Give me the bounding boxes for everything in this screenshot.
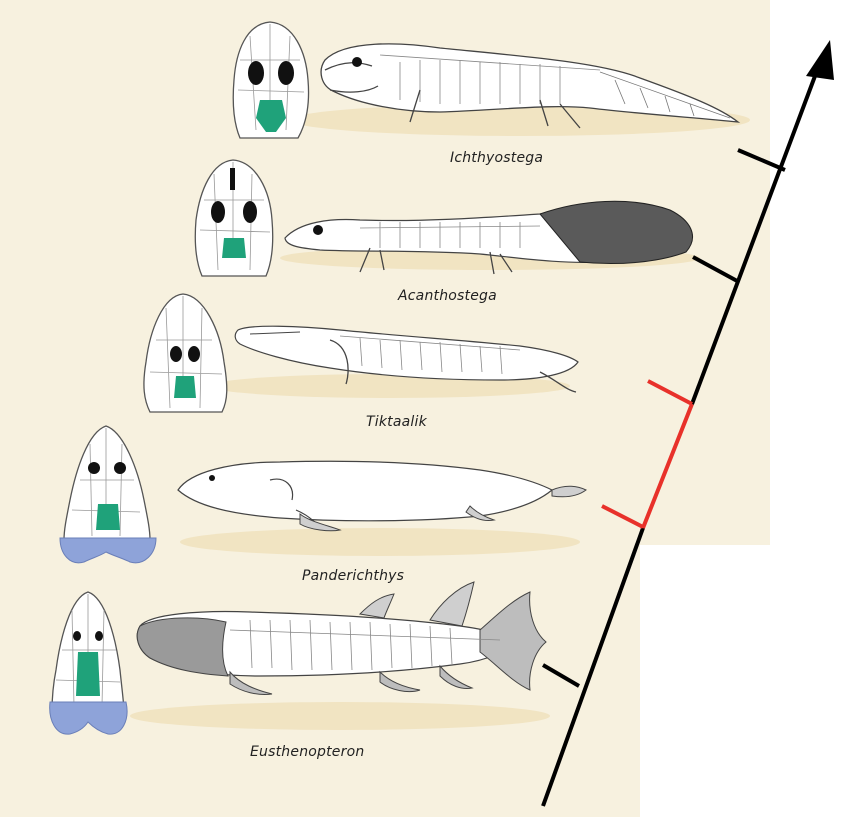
- ground-shadow: [180, 528, 580, 556]
- taxon-label-acanthostega: Acanthostega: [398, 288, 497, 304]
- taxon-label-ichthyostega: Ichthyostega: [450, 150, 543, 166]
- arrow-head-icon: [806, 40, 834, 80]
- taxon-label-panderichthys: Panderichthys: [302, 568, 404, 584]
- taxon-label-tiktaalik: Tiktaalik: [366, 414, 427, 430]
- taxon-label-eusthenopteron: Eusthenopteron: [250, 744, 364, 760]
- ground-shadow: [130, 702, 550, 730]
